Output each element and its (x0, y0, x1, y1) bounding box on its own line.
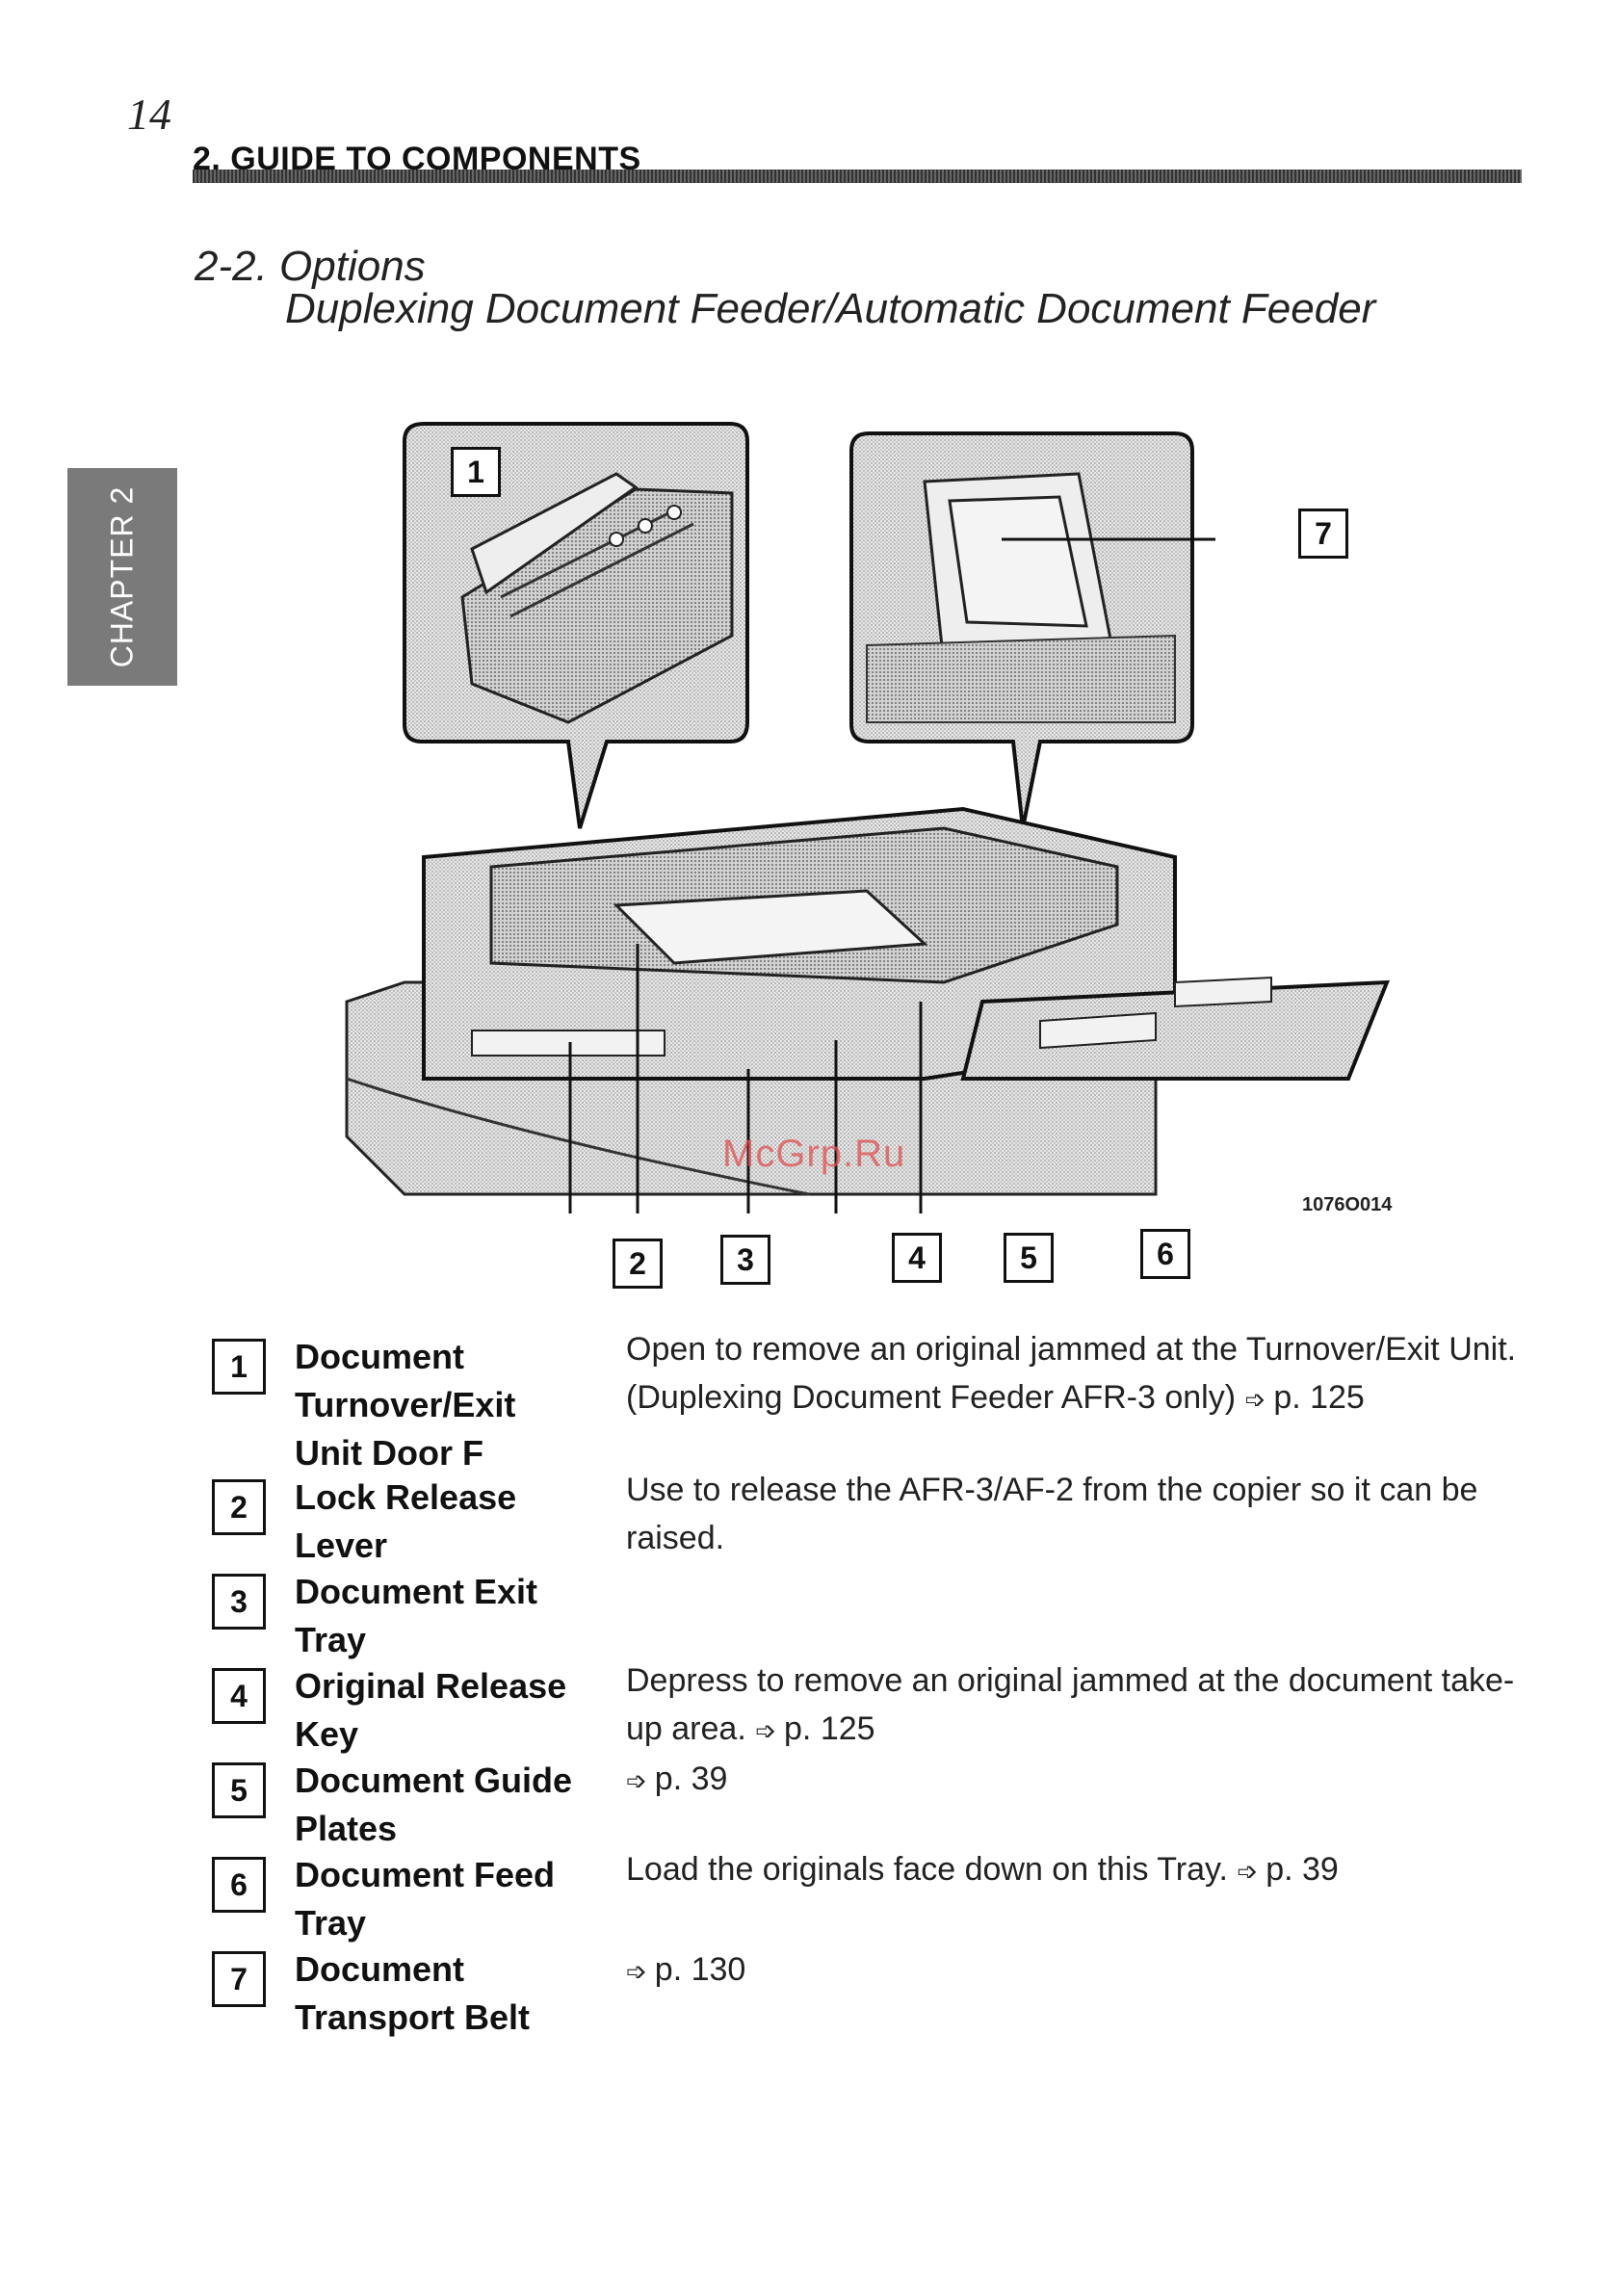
legend-number: 4 (212, 1668, 266, 1724)
legend-description: p. 130 (626, 1945, 1551, 1996)
legend-description: Use to release the AFR-3/AF-2 from the c… (626, 1472, 1478, 1556)
legend-name: Document Feed Tray (295, 1855, 556, 1943)
legend-number: 2 (212, 1479, 266, 1535)
figure-callout-5: 5 (1004, 1233, 1054, 1283)
legend-name: Original Release Key (295, 1666, 567, 1754)
page-reference[interactable]: p. 125 (755, 1710, 874, 1747)
legend-name: Document Exit Tray (295, 1572, 538, 1659)
figure-callout-3: 3 (720, 1235, 770, 1285)
legend-name: Document Transport Belt (295, 1949, 531, 2037)
chapter-side-tab: CHAPTER 2 (67, 468, 177, 686)
figure-callout-6: 6 (1140, 1229, 1190, 1279)
heading-rule (193, 170, 1522, 183)
page-reference[interactable]: p. 39 (1237, 1851, 1338, 1888)
legend-description: Depress to remove an original jammed at … (626, 1657, 1551, 1755)
legend-number: 6 (212, 1857, 266, 1913)
legend-number: 3 (212, 1574, 266, 1630)
chapter-side-tab-label: CHAPTER 2 (104, 485, 140, 668)
legend-number: 7 (212, 1951, 266, 2007)
legend-name: Document Guide Plates (295, 1761, 573, 1848)
section-subtitle: Duplexing Document Feeder/Automatic Docu… (285, 285, 1376, 332)
detail-inset-left (403, 422, 749, 829)
figure-callout-2: 2 (613, 1239, 663, 1289)
page-reference[interactable]: p. 130 (626, 1951, 745, 1988)
detail-inset-right (849, 431, 1215, 829)
legend-description: Open to remove an original jammed at the… (626, 1325, 1551, 1423)
page-number: 14 (127, 90, 171, 139)
legend-number: 5 (212, 1762, 266, 1818)
figure-callout-4: 4 (892, 1233, 942, 1283)
legend-description-text: Depress to remove an original jammed at … (626, 1662, 1515, 1747)
legend-number: 1 (212, 1339, 266, 1395)
document-feeder-illustration (345, 422, 1391, 1213)
figure-callout-1: 1 (451, 447, 501, 497)
page-reference[interactable]: p. 39 (626, 1761, 727, 1797)
callout-leader-lines (568, 944, 923, 1213)
legend-description-text: Open to remove an original jammed at the… (626, 1331, 1517, 1416)
page-reference[interactable]: p. 125 (1245, 1379, 1365, 1416)
document-feeder-body (345, 806, 1391, 1196)
legend-description-text: Load the originals face down on this Tra… (626, 1851, 1228, 1888)
figure-code: 1076O014 (1302, 1194, 1393, 1215)
section-title: 2-2. Options (195, 243, 426, 290)
legend-description: p. 39 (626, 1755, 1551, 1805)
legend-description: Load the originals face down on this Tra… (626, 1845, 1551, 1895)
figure-callout-7: 7 (1298, 509, 1348, 559)
watermark: McGrp.Ru (722, 1133, 906, 1175)
legend-name: Lock Release Lever (295, 1477, 517, 1565)
legend-name: Document Turnover/Exit Unit Door F (295, 1337, 516, 1473)
